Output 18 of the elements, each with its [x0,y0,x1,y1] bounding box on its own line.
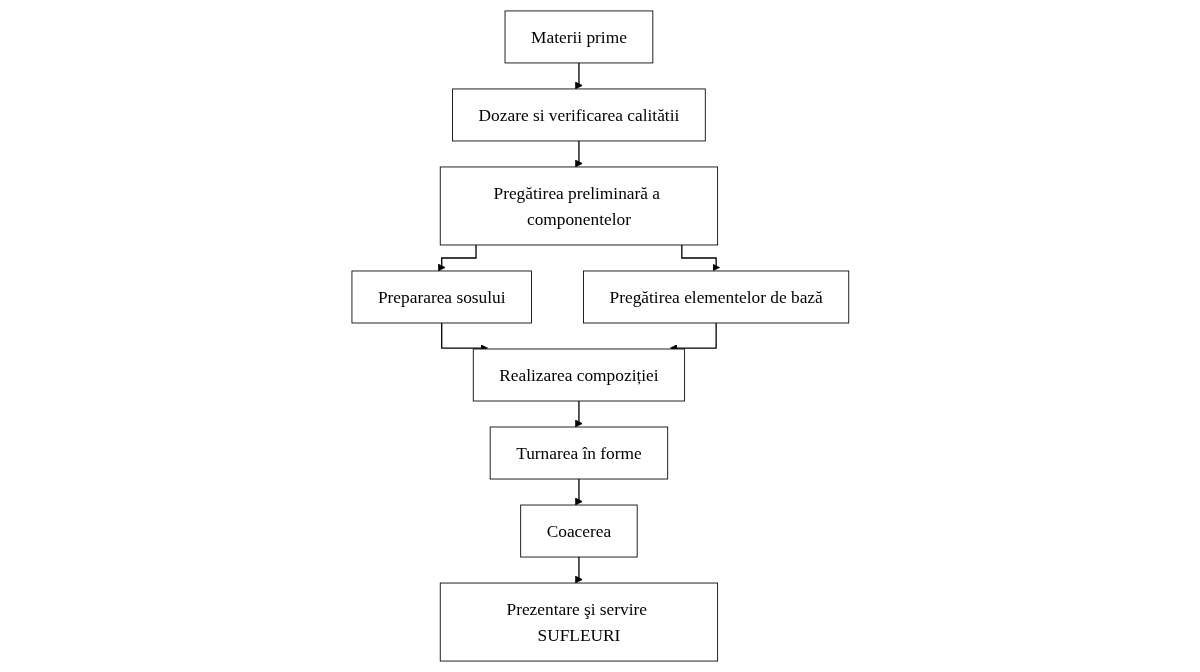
arrow [440,322,488,352]
node-box: Materii prime [504,10,653,64]
arrow [574,140,583,168]
node-box: Pregătirea elementelor de bază [582,270,849,324]
node-box: Coacerea [519,504,638,558]
arrow [574,62,583,90]
node-box: Dozare si verificarea calitătii [451,88,706,142]
node-box: Prezentare şi servire SUFLEURI [439,582,718,662]
arrow [680,244,720,272]
arrow [574,478,583,506]
node-box: Turnarea în forme [489,426,668,480]
node-box: Realizarea compoziției [472,348,685,402]
arrow [574,556,583,584]
arrow [669,322,717,352]
arrow [574,400,583,428]
node-box: Pregătirea preliminară a componentelor [439,166,718,246]
arrow [437,244,477,272]
node-box: Prepararea sosului [351,270,532,324]
